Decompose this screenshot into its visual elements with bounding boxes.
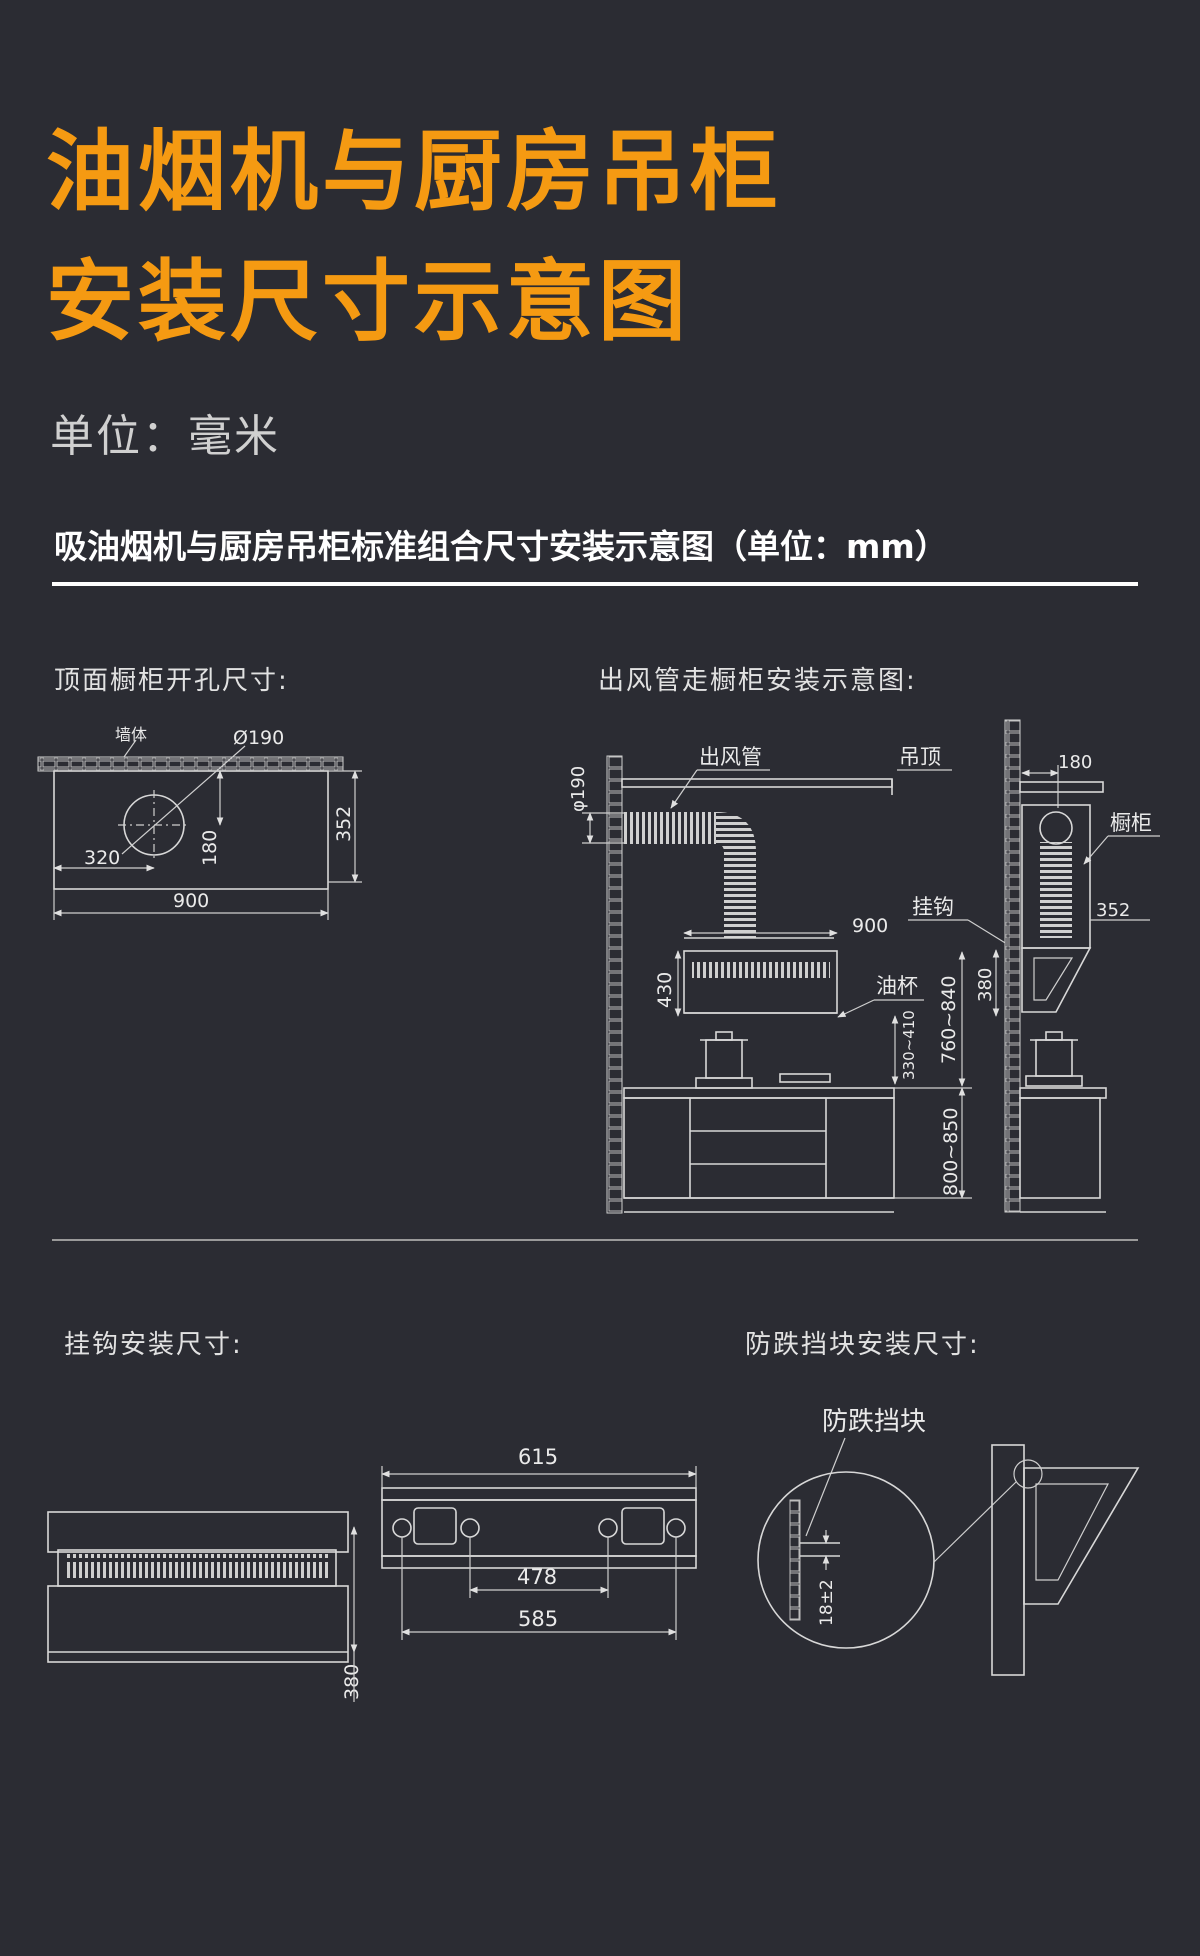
dim-760-840: 760~840 [938,976,960,1064]
duct-diagram: φ190 出风管 吊顶 900 430 油杯 挂钩 [568,719,1160,1214]
unit-label: 单位：毫米 [50,411,280,462]
divider-middle [52,1239,1138,1241]
dim-478: 478 [517,1565,557,1589]
dim-phi-190: φ190 [568,766,589,812]
dim-900-duct: 900 [852,915,888,937]
label-ceiling: 吊顶 [899,745,941,769]
diagram-subtitle: 吸油烟机与厨房吊柜标准组合尺寸安装示意图（单位：mm） [54,527,948,566]
section-title-stopper: 防跌挡块安装尺寸: [745,1330,980,1360]
hook-diagram: 380 615 478 585 [47,1445,697,1702]
dim-352-side: 352 [1096,900,1130,921]
divider-top [52,582,1138,586]
label-cabinet: 橱柜 [1110,811,1152,835]
dim-320: 320 [84,847,120,869]
stopper-diagram: 防跌挡块 18±2 [757,1407,1140,1676]
section-title-duct: 出风管走橱柜安装示意图: [598,666,917,696]
label-outlet-pipe: 出风管 [699,745,762,769]
label-hook: 挂钩 [912,895,954,919]
section-title-hook: 挂钩安装尺寸: [64,1330,243,1360]
dim-diameter-190: Ø190 [233,727,284,749]
top-hole-diagram: Ø190 墙体 320 180 352 900 [37,725,362,920]
dim-180: 180 [199,830,221,866]
dim-800-850: 800~850 [940,1108,962,1196]
page-title-line-1: 油烟机与厨房吊柜 [46,120,783,223]
dim-615: 615 [518,1445,558,1469]
dim-330-410: 330~410 [900,1010,918,1080]
label-oil-cup: 油杯 [876,974,918,998]
section-title-top-hole: 顶面橱柜开孔尺寸: [54,666,289,696]
dim-900: 900 [173,890,209,912]
dim-180-side: 180 [1058,752,1092,773]
label-wall: 墙体 [115,725,147,744]
page-title-line-2: 安装尺寸示意图 [46,250,691,353]
dim-380-hook: 380 [341,1664,363,1700]
dim-585: 585 [518,1607,558,1631]
dim-352: 352 [333,806,355,842]
dim-380-side: 380 [975,968,996,1002]
dim-430: 430 [654,972,676,1008]
dim-18-pm-2: 18±2 [817,1579,837,1626]
label-stopper: 防跌挡块 [822,1407,926,1437]
